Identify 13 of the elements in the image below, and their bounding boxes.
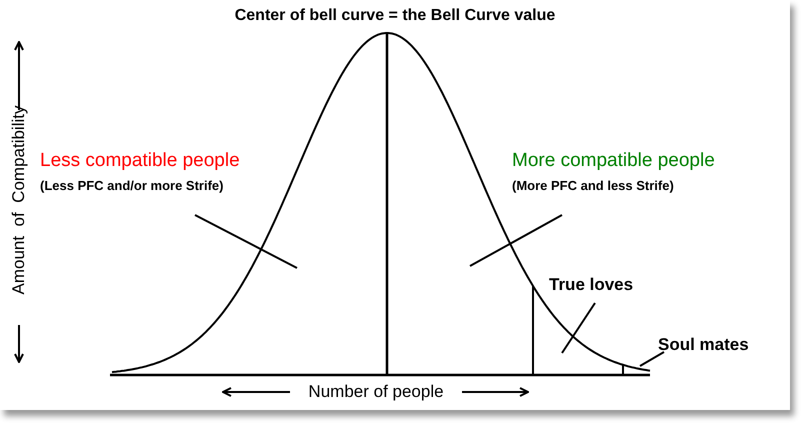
region-note: (Less PFC and/or more Strife) [40, 178, 224, 193]
title: Center of bell curve = the Bell Curve value [234, 7, 556, 24]
leader-line [470, 214, 562, 267]
leader-line [194, 214, 298, 269]
region-note: (More PFC and less Strife) [512, 178, 675, 193]
axis-label: Amount of Compatibility [9, 106, 29, 294]
region-label: Soul mates [658, 335, 749, 355]
region-label: True loves [549, 275, 634, 295]
leader-line [561, 302, 596, 354]
region-heading: Less compatible people [40, 150, 240, 172]
axis-label: Number of people [308, 382, 444, 402]
leader-line [640, 351, 664, 367]
region-heading: More compatible people [512, 150, 715, 172]
